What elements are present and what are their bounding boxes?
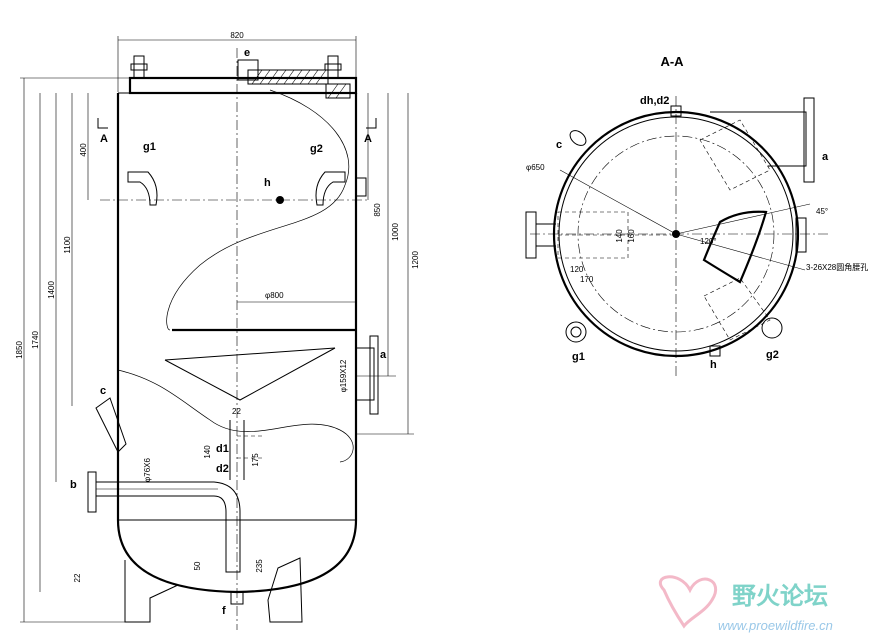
nozzle-g2-section [761, 317, 783, 339]
section-view: A-A dh,d2 c a [525, 54, 868, 378]
dim-overall-width: 820 [230, 31, 244, 40]
watermark-url: www.proewildfire.cn [718, 618, 833, 633]
nozzle-g1-section [565, 321, 587, 343]
watermark-logo-icon [658, 575, 718, 629]
label-b: b [70, 479, 77, 491]
label-dh-d2: dh,d2 [640, 95, 669, 107]
label-a-section: a [822, 151, 829, 163]
label-g1: g1 [143, 141, 156, 153]
dim-400: 400 [79, 143, 88, 157]
dim-120: 120 [570, 265, 584, 274]
label-section-a-right: A [364, 133, 372, 145]
cover-hatch [247, 69, 351, 99]
label-e: e [244, 47, 250, 59]
nozzle-f [230, 591, 244, 605]
nozzle-e [237, 59, 259, 81]
label-h: h [264, 177, 271, 189]
label-g2: g2 [310, 143, 323, 155]
dim-1400: 1400 [47, 281, 56, 299]
label-f: f [222, 605, 226, 617]
dim-phi159: φ159X12 [339, 359, 348, 392]
dim-phi800: φ800 [265, 291, 284, 300]
label-section-a-left: A [100, 133, 108, 145]
label-c: c [100, 385, 106, 397]
watermark-cn: 野火论坛 [732, 582, 828, 610]
label-g1-section: g1 [572, 351, 585, 363]
dim-160-section: 160 [627, 229, 636, 243]
dim-phi76: φ76X6 [143, 458, 152, 482]
bolt-right [327, 55, 339, 79]
label-c-section: c [556, 139, 562, 151]
nozzle-a-section [710, 111, 807, 167]
dim-22-mid: 22 [232, 407, 241, 416]
dim-1850: 1850 [15, 341, 24, 359]
front-view: 820 e g1 g2 h a c b d1 d2 f A A 400 1100… [15, 31, 420, 630]
dim-phi650: φ650 [526, 163, 545, 172]
dim-170: 170 [580, 275, 594, 284]
dim-850: 850 [373, 203, 382, 217]
nozzle-c [95, 397, 127, 453]
nozzle-a [355, 347, 375, 401]
nozzle-c-section [569, 130, 587, 146]
label-g2-section: g2 [766, 349, 779, 361]
dim-1740: 1740 [31, 331, 40, 349]
dim-175: 175 [251, 453, 260, 467]
dim-22-bottom: 22 [73, 573, 82, 582]
dim-140: 140 [203, 445, 212, 459]
nozzle-h [276, 196, 284, 204]
dim-1000: 1000 [391, 223, 400, 241]
label-d2: d2 [216, 463, 229, 475]
dim-140-section: 140 [615, 229, 624, 243]
section-title: A-A [660, 54, 684, 69]
dim-holes: 3-26X28圆角腰孔 [806, 262, 868, 272]
label-h-section: h [710, 359, 717, 371]
nozzle-g2 [315, 171, 346, 206]
dim-1100: 1100 [63, 236, 72, 254]
bolt-left [133, 55, 145, 79]
nozzle-b [87, 471, 97, 513]
dim-1200: 1200 [411, 251, 420, 269]
dim-235: 235 [255, 559, 264, 573]
dim-angle-45: 45° [816, 207, 828, 216]
waist-hole [702, 210, 768, 284]
label-a: a [380, 349, 387, 361]
dim-50: 50 [193, 561, 202, 570]
watermark: 野火论坛 www.proewildfire.cn [658, 575, 833, 633]
nozzle-g1 [127, 171, 158, 206]
label-d1: d1 [216, 443, 229, 455]
dim-angle-120: 120° [700, 237, 717, 246]
